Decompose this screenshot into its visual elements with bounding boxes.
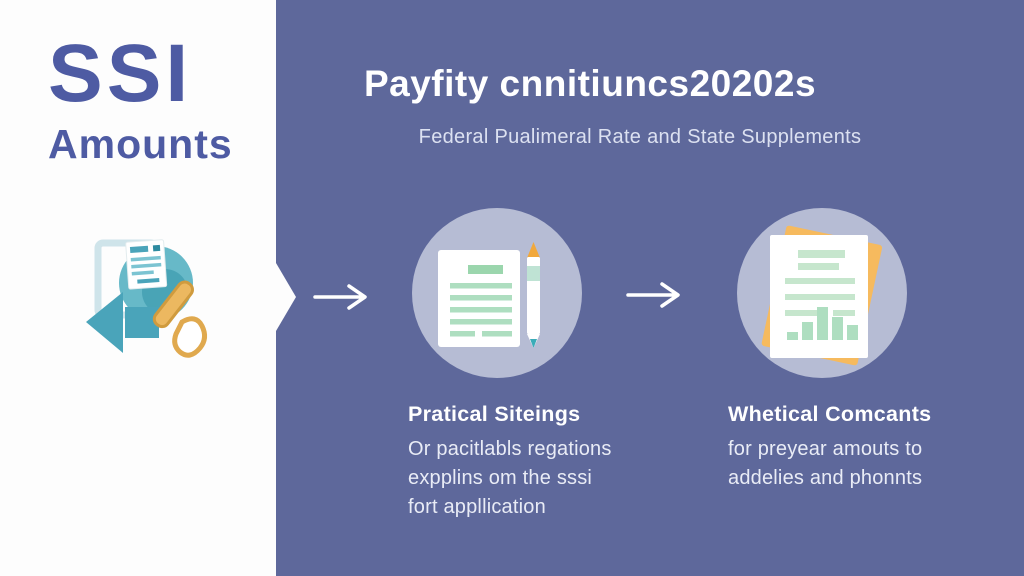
step1-body: Or pacitlabls regations expplins om the … xyxy=(408,435,638,522)
panel-chevron-icon xyxy=(276,263,296,331)
handle-shape xyxy=(152,280,208,358)
step2-body-line: addelies and phonnts xyxy=(728,467,923,489)
mini-document-shape xyxy=(125,239,168,290)
step2-text-block: Whetical Comcants for preyear amouts to … xyxy=(728,402,958,493)
square-shape xyxy=(125,307,159,338)
right-arrow-icon xyxy=(626,282,680,308)
step1-body-line: fort appllication xyxy=(408,496,546,518)
step2-body-line: for preyear amouts to xyxy=(728,438,923,460)
step2-body: for preyear amouts to addelies and phonn… xyxy=(728,435,958,493)
document-search-illustration-icon xyxy=(86,239,208,358)
report-chart-icon xyxy=(761,225,883,366)
brand-title: SSI Amounts xyxy=(48,28,233,166)
step1-body-line: expplins om the sssi xyxy=(408,467,593,489)
step2-circle xyxy=(737,208,907,378)
step2-heading: Whetical Comcants xyxy=(728,402,932,426)
document-pen-icon xyxy=(438,242,540,348)
triangle-shape xyxy=(86,292,123,353)
right-arrow-icon xyxy=(313,284,367,310)
step1-body-line: Or pacitlabls regations xyxy=(408,438,612,460)
step1-heading: Pratical Siteings xyxy=(408,402,581,426)
right-panel: Payfity cnnitiuncs20202s Federal Pualime… xyxy=(276,0,1024,576)
left-panel: SSI Amounts xyxy=(0,0,276,576)
brand-title-line2: Amounts xyxy=(48,121,233,167)
page-title: Payfity cnnitiuncs20202s xyxy=(363,63,817,104)
step1-circle xyxy=(412,208,582,378)
brand-title-line1: SSI xyxy=(48,28,193,119)
page-subtitle: Federal Pualimeral Rate and State Supple… xyxy=(418,126,862,148)
step1-text-block: Pratical Siteings Or pacitlabls regation… xyxy=(408,402,638,522)
